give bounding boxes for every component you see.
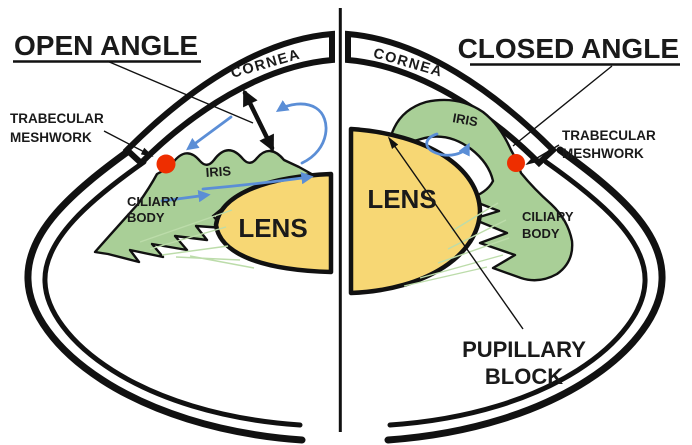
ciliary-label-left-line1: CILIARY bbox=[127, 194, 179, 209]
closed-angle-title: CLOSED ANGLE bbox=[458, 33, 679, 64]
trabecular-label-right-line1: TRABECULAR bbox=[562, 128, 656, 143]
trabecular-meshwork-dot-right bbox=[507, 154, 525, 172]
pupillary-block-label-line1: PUPILLARY bbox=[462, 337, 586, 362]
cornea-band-right bbox=[345, 30, 558, 168]
trabecular-label-right-line2: MESHWORK bbox=[562, 146, 644, 161]
iris-ciliary-shape-right bbox=[389, 98, 574, 282]
aqueous-flow-arrow-into-chamber bbox=[275, 100, 328, 165]
sclera-inner-right bbox=[387, 159, 648, 428]
blocked-flow-loop-arrow bbox=[425, 132, 470, 157]
open-angle-title: OPEN ANGLE bbox=[14, 30, 198, 61]
zonule-line bbox=[419, 254, 504, 279]
trabecular-label-left-line2: MESHWORK bbox=[10, 130, 92, 145]
zonule-line bbox=[149, 226, 227, 250]
trabecular-pointer-arrow-left bbox=[103, 130, 154, 157]
ciliary-label-left-line2: BODY bbox=[127, 210, 165, 225]
zonule-fibers-right bbox=[403, 202, 510, 287]
left-panel-open-angle: OPEN ANGLE CORNEA TRABECULAR MESHWORK IR… bbox=[10, 30, 335, 444]
lens-label-left: LENS bbox=[238, 213, 307, 243]
aqueous-flow-arrow-posterior bbox=[160, 190, 211, 203]
pupillary-block-label-line2: BLOCK bbox=[485, 364, 563, 389]
center-divider-line bbox=[338, 8, 342, 432]
closed-angle-pointer-line bbox=[512, 65, 613, 147]
zonule-line bbox=[451, 202, 499, 232]
iris-label-right: IRIS bbox=[451, 110, 479, 129]
zonule-line bbox=[189, 255, 255, 269]
open-angle-double-arrow bbox=[242, 89, 275, 152]
pupillary-block-arrow bbox=[387, 136, 524, 330]
right-panel-closed-angle: CLOSED ANGLE CORNEA IRIS TRABECULAR MESH… bbox=[345, 30, 680, 444]
aqueous-flow-arrow-to-meshwork bbox=[186, 115, 233, 151]
ciliary-label-right-line1: CILIARY bbox=[522, 209, 574, 224]
trabecular-label-left-line1: TRABECULAR bbox=[10, 111, 104, 126]
aqueous-flow-arrows-left bbox=[160, 100, 328, 203]
aqueous-flow-arrow-along-iris bbox=[201, 172, 314, 191]
sclera-inner-left bbox=[42, 159, 303, 428]
ciliary-label-right-line2: BODY bbox=[522, 226, 560, 241]
sclera-outer-right bbox=[384, 146, 666, 444]
lens-label-right: LENS bbox=[367, 184, 436, 214]
trabecular-pointer-arrow-right bbox=[525, 144, 560, 165]
lens-shape-right bbox=[348, 126, 483, 296]
iris-label-left: IRIS bbox=[205, 163, 232, 180]
cornea-band-left bbox=[122, 30, 335, 168]
zonule-line bbox=[175, 256, 241, 261]
trabecular-meshwork-dot-left bbox=[156, 154, 176, 174]
zonule-line bbox=[403, 266, 488, 287]
sclera-outer-left bbox=[24, 146, 306, 444]
zonule-line bbox=[437, 237, 510, 264]
zonule-line bbox=[139, 209, 233, 243]
zonule-line bbox=[161, 245, 229, 256]
zonule-line bbox=[447, 219, 507, 250]
open-angle-pointer-line bbox=[106, 60, 254, 124]
zonule-fibers-left bbox=[139, 209, 255, 269]
